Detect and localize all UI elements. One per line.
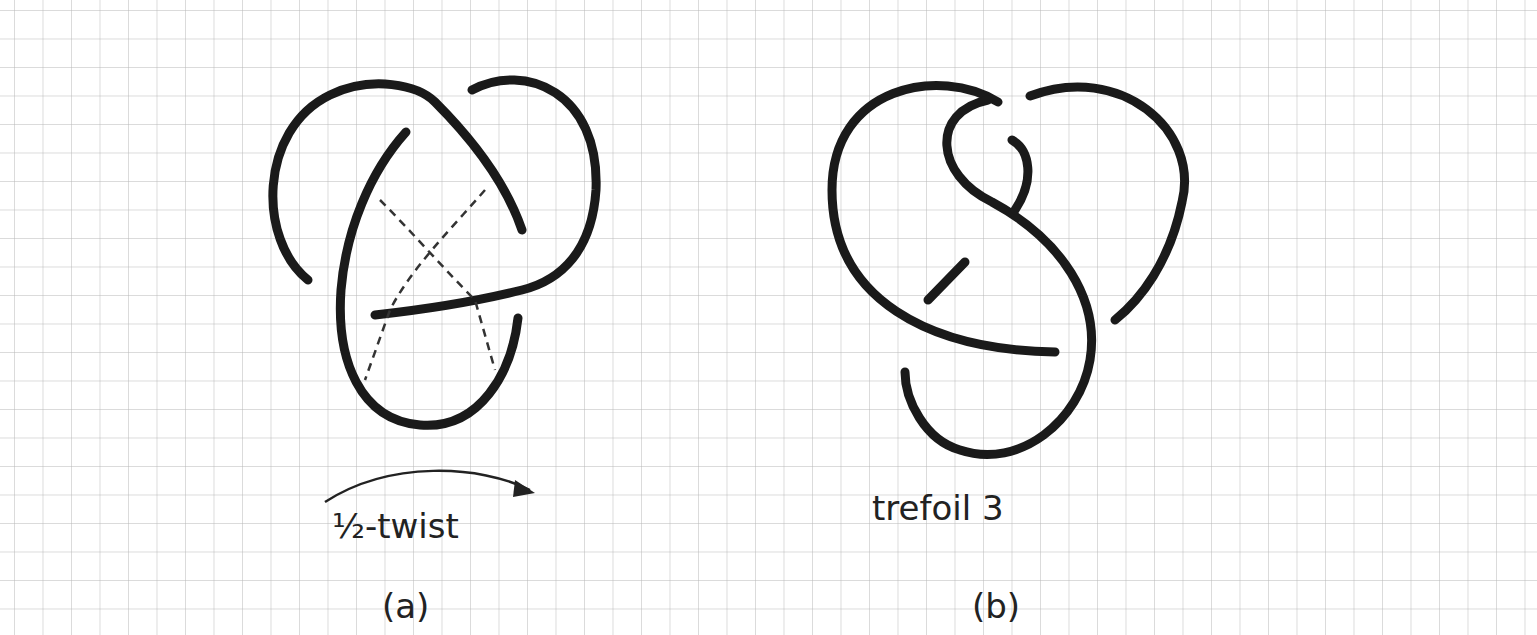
handwritten-label: ½-twist — [332, 508, 459, 545]
hidden-strands — [365, 190, 495, 380]
handwritten-label: (b) — [972, 588, 1020, 625]
arrow-head — [513, 480, 535, 497]
handwritten-label: trefoil 3 — [872, 490, 1004, 527]
handwritten-label: (a) — [382, 588, 429, 625]
knot-b — [832, 85, 1185, 454]
knot-a — [273, 80, 596, 425]
twist-arrow — [325, 471, 530, 502]
